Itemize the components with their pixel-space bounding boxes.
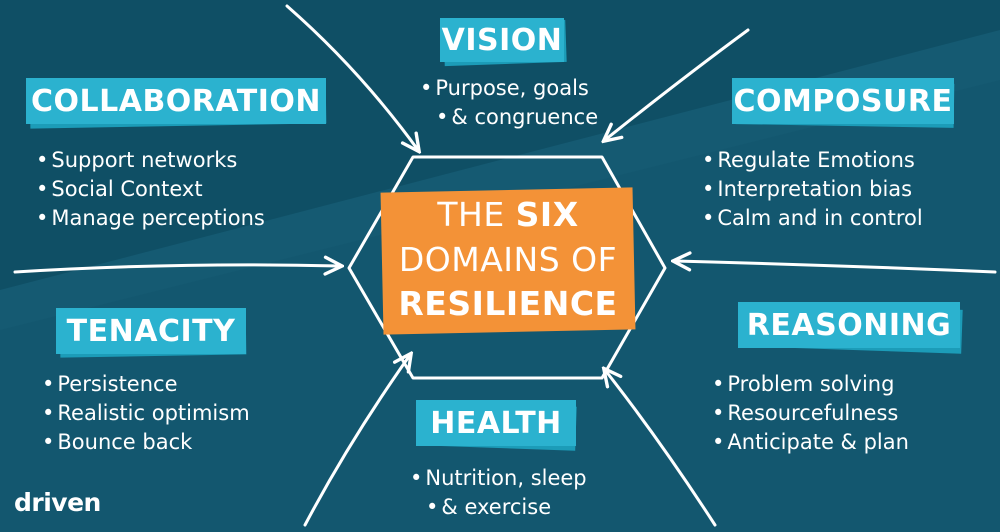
list-item: Persistence xyxy=(42,370,250,399)
health-label: HEALTH xyxy=(416,400,576,446)
collaboration-list: Support networks Social Context Manage p… xyxy=(36,146,265,233)
list-item: Realistic optimism xyxy=(42,399,249,428)
arrow-icon xyxy=(605,28,750,140)
list-item: & exercise xyxy=(410,493,587,522)
list-item: Calm and in control xyxy=(702,204,922,233)
list-item: Support networks xyxy=(36,146,265,175)
arrow-icon xyxy=(13,265,340,272)
reasoning-label: REASONING xyxy=(738,302,960,348)
collaboration-label: COLLABORATION xyxy=(26,78,326,124)
center-title-line2: DOMAINS OF xyxy=(398,240,618,279)
list-item: Nutrition, sleep xyxy=(410,464,586,493)
center-title-line3: RESILIENCE xyxy=(398,284,618,323)
arrow-icon xyxy=(285,4,418,150)
list-item: Manage perceptions xyxy=(36,204,264,233)
list-item: Regulate Emotions xyxy=(702,146,923,175)
center-title-line1: THE SIX xyxy=(382,195,634,234)
center-title-bold: SIX xyxy=(515,195,579,234)
list-item: Resourcefulness xyxy=(712,399,909,428)
list-item: Purpose, goals xyxy=(420,74,598,103)
vision-list: Purpose, goals & congruence xyxy=(420,74,598,132)
list-item: Anticipate & plan xyxy=(712,428,909,457)
list-item: Social Context xyxy=(36,175,265,204)
tenacity-list: Persistence Realistic optimism Bounce ba… xyxy=(42,370,250,457)
center-title-prefix: THE xyxy=(437,195,516,234)
composure-list: Regulate Emotions Interpretation bias Ca… xyxy=(702,146,923,233)
list-item: Problem solving xyxy=(712,370,909,399)
reasoning-list: Problem solving Resourcefulness Anticipa… xyxy=(712,370,909,457)
list-item: & congruence xyxy=(420,103,598,132)
driven-logo: driven xyxy=(14,488,101,517)
arrow-icon xyxy=(675,261,997,274)
list-item: Interpretation bias xyxy=(702,175,923,204)
composure-label: COMPOSURE xyxy=(732,78,954,124)
list-item: Bounce back xyxy=(42,428,250,457)
arrow-icon xyxy=(303,355,410,527)
health-list: Nutrition, sleep & exercise xyxy=(410,464,587,522)
arrow-icon xyxy=(605,370,717,527)
vision-label: VISION xyxy=(440,18,564,62)
tenacity-label: TENACITY xyxy=(56,308,246,354)
